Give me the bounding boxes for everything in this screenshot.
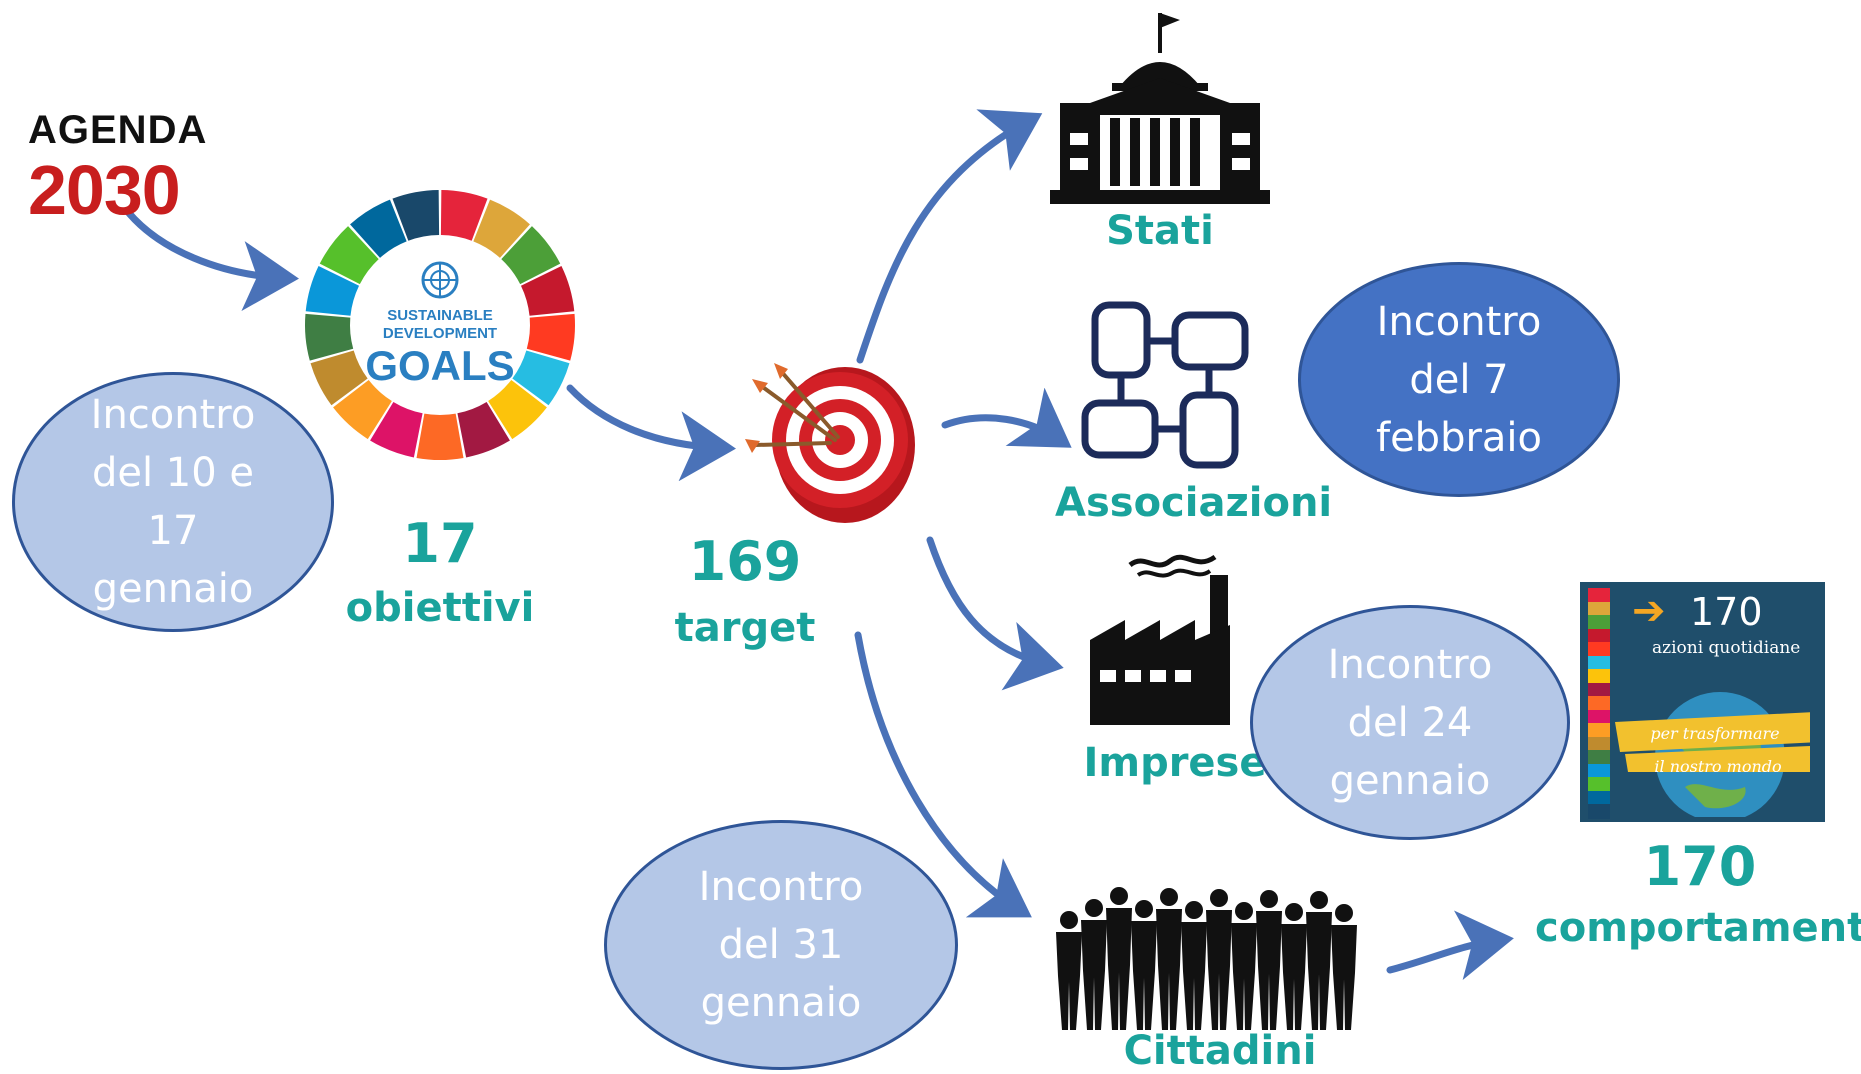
actor-states: Stati: [1106, 208, 1214, 254]
behaviours-label: comportamenti: [1535, 905, 1861, 951]
capitol-building-icon: [1050, 13, 1270, 204]
person-silhouette: [1081, 899, 1107, 1030]
person-silhouette: [1306, 891, 1332, 1030]
meeting-1-text: Incontro del 10 e 17 gennaio: [90, 392, 256, 612]
sdg-wheel-segment: [501, 226, 561, 285]
book-sdg-stripe: [1588, 642, 1610, 657]
person-silhouette: [1231, 902, 1257, 1030]
person-silhouette: [1181, 901, 1207, 1030]
flow-arrow-icon: [1386, 910, 1514, 980]
book-sdg-stripe: [1588, 669, 1610, 684]
sdg-line1: SUSTAINABLE: [387, 307, 493, 324]
book-sdg-stripe: [1588, 750, 1610, 765]
book-subtitle: azioni quotidiane: [1652, 638, 1801, 658]
person-silhouette: [1256, 890, 1282, 1030]
sdg-wheel-segment: [350, 199, 407, 258]
sdg-wheel-segment: [512, 350, 570, 406]
agenda-logo-word: AGENDA: [28, 108, 208, 152]
joined-hands-icon: [1081, 301, 1249, 469]
book-sdg-stripe: [1588, 804, 1610, 819]
book-arrow-icon: ➔: [1632, 588, 1666, 634]
sdg-wheel-segment: [310, 350, 368, 406]
sdg-wheel-segment: [526, 313, 575, 361]
sdg-wheel-segment: [305, 313, 354, 361]
sdg-wheel-segment: [488, 379, 547, 440]
book-sdg-stripe: [1588, 628, 1610, 644]
sdg-wheel-segment: [520, 266, 575, 316]
meeting-oval-1: Incontro del 10 e 17 gennaio: [12, 372, 334, 632]
meeting-oval-2: Incontro del 7 febbraio: [1298, 262, 1620, 497]
book-sdg-stripe: [1588, 588, 1610, 603]
factory-icon: [1090, 554, 1230, 725]
book-sdg-stripe: [1588, 615, 1610, 630]
flow-arrow-icon: [854, 631, 1032, 918]
sdg-wheel-segment: [370, 401, 423, 458]
person-silhouette: [1206, 889, 1232, 1030]
book-sdg-stripe: [1588, 763, 1610, 779]
flow-arrow-icon: [941, 387, 1072, 448]
meeting-4-text: Incontro del 31 gennaio: [698, 864, 864, 1026]
sdg-wheel-segment: [416, 413, 464, 460]
sdg-wheel-segment: [457, 401, 510, 458]
flow-arrow-icon: [124, 208, 299, 312]
book-sdg-stripe: [1588, 601, 1610, 617]
person-silhouette: [1131, 900, 1157, 1030]
meeting-3-text: Incontro del 24 gennaio: [1327, 641, 1493, 804]
book-sdg-stripe: [1588, 777, 1610, 792]
person-silhouette: [1331, 904, 1357, 1030]
targets-number: 169: [688, 530, 802, 593]
book-sdg-stripe: [1588, 736, 1610, 752]
flow-arrow-icon: [856, 109, 1043, 364]
book-banner: per trasformare il nostro mondo: [1615, 712, 1810, 772]
meeting-oval-3: Incontro del 24 gennaio: [1250, 605, 1570, 840]
flow-arrow-icon: [566, 384, 736, 482]
sdg-wheel-segment: [440, 190, 488, 241]
sdg-wheel-segment: [473, 199, 530, 258]
person-silhouette: [1156, 888, 1182, 1030]
sdg-wheel-segment: [333, 379, 392, 440]
sdg-wheel-segment: [319, 226, 379, 285]
meeting-oval-4: Incontro del 31 gennaio: [604, 820, 958, 1070]
book-sdg-stripe: [1588, 790, 1610, 806]
sdg-wheel-segment: [305, 266, 360, 316]
book-banner-line1: per trasformare: [1650, 724, 1779, 743]
goals-label: obiettivi: [345, 585, 535, 631]
person-silhouette: [1106, 887, 1132, 1030]
actor-associations: Associazioni: [1055, 480, 1333, 526]
sdg-line2: DEVELOPMENT: [383, 325, 497, 342]
agenda-logo-year: 2030: [28, 151, 181, 229]
sdg-wheel: SUSTAINABLE DEVELOPMENT GOALS: [305, 190, 575, 460]
book-cover: ➔ 170 azioni quotidiane per trasformare …: [1580, 582, 1825, 822]
actor-citizens: Cittadini: [1123, 1028, 1317, 1074]
sdg-wheel-segments: [305, 190, 575, 460]
sdg-line3: GOALS: [365, 342, 514, 389]
crowd-silhouette-icon: [1056, 887, 1357, 1030]
book-sdg-stripe: [1588, 655, 1610, 671]
book-banner-line2: il nostro mondo: [1654, 757, 1781, 772]
book-sdg-stripe: [1588, 682, 1610, 698]
meeting-2-text: Incontro del 7 febbraio: [1375, 298, 1542, 461]
flow-arrow-icon: [926, 536, 1064, 691]
goals-number: 17: [402, 512, 478, 575]
sdg-wheel-segment: [392, 190, 440, 241]
book-sdg-stripe: [1588, 709, 1610, 725]
un-emblem-icon: [421, 261, 459, 299]
book-sdg-stripe: [1588, 723, 1610, 738]
book-number: 170: [1690, 590, 1763, 634]
targets-label: target: [674, 605, 816, 651]
behaviours-number: 170: [1643, 835, 1757, 898]
actor-companies: Imprese: [1083, 740, 1267, 786]
book-sdg-stripe: [1588, 696, 1610, 711]
person-silhouette: [1281, 903, 1307, 1030]
person-silhouette: [1056, 911, 1082, 1030]
dartboard-icon: [745, 363, 915, 523]
